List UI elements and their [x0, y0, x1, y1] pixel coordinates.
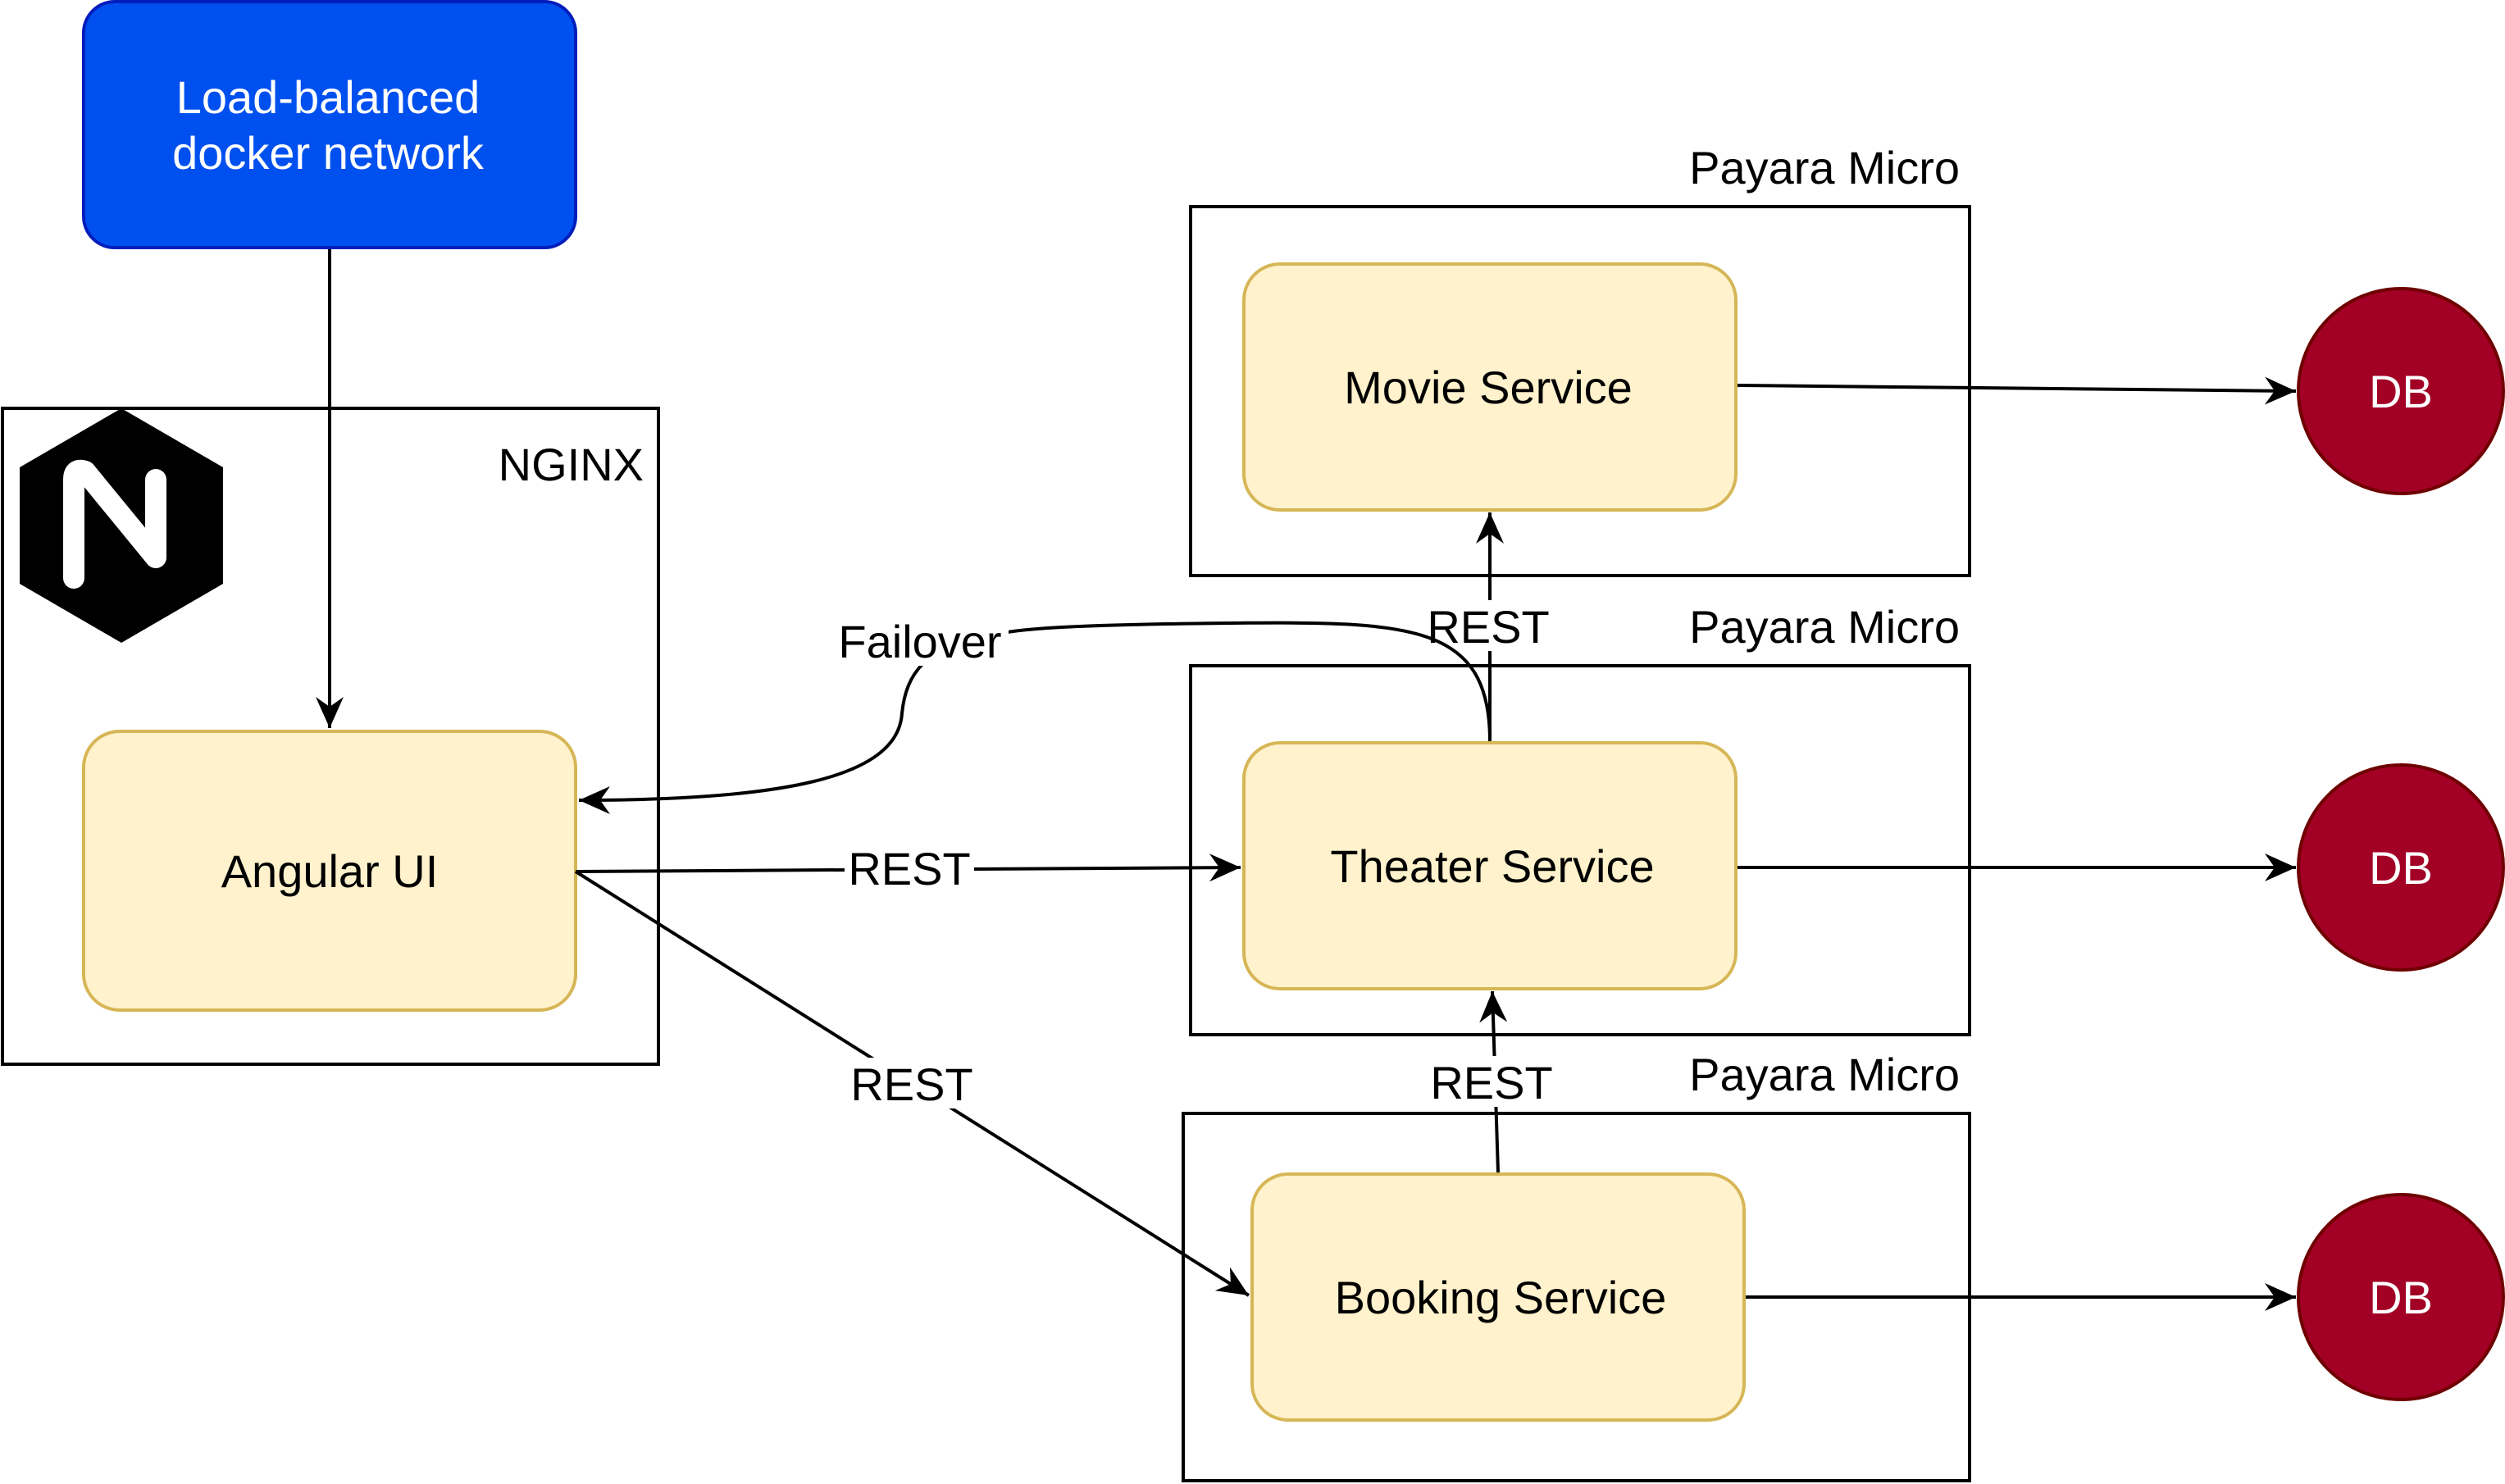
edge-label-bg-ui-booking	[846, 1058, 977, 1108]
booking-db-node[interactable]	[2297, 1193, 2505, 1401]
booking-service-label: Booking Service	[1335, 1272, 1667, 1323]
edge-label-bg-ui-theater	[845, 844, 974, 894]
theater-payara-container	[1189, 664, 1971, 1036]
nginx-logo-icon: N	[20, 408, 223, 643]
movie-service-node[interactable]	[1242, 262, 1738, 512]
edge-label-failover: Failover	[838, 616, 1001, 667]
load-balancer-label-line1: Load-balanced	[176, 71, 481, 123]
theater-service-label: Theater Service	[1330, 840, 1654, 892]
edge-label-booking-to-theater: REST	[1430, 1057, 1552, 1108]
theater-service-node[interactable]	[1242, 741, 1738, 990]
edge-label-ui-to-theater: REST	[848, 843, 970, 894]
theater-db-label: DB	[2369, 842, 2433, 894]
movie-payara-container	[1189, 205, 1971, 577]
edge-label-bg-failover	[828, 615, 1009, 666]
edge-movie-to-db	[1737, 376, 2297, 405]
movie-service-label: Movie Service	[1344, 362, 1633, 413]
edge-label-bg-booking-theater	[1427, 1056, 1558, 1107]
payara-label-theater: Payara Micro	[1689, 601, 1960, 653]
booking-db-label: DB	[2369, 1272, 2433, 1323]
payara-label-booking: Payara Micro	[1689, 1049, 1960, 1100]
load-balancer-node[interactable]	[82, 0, 577, 249]
angular-ui-label: Angular UI	[221, 845, 439, 897]
payara-label-movie: Payara Micro	[1689, 142, 1960, 193]
booking-service-node[interactable]	[1250, 1172, 1746, 1422]
nginx-label: NGINX	[499, 439, 644, 490]
load-balancer-label-line2: docker network	[172, 127, 485, 179]
theater-db-node[interactable]	[2297, 763, 2505, 972]
edge-label-ui-to-booking: REST	[850, 1058, 972, 1110]
edge-label-theater-to-movie: REST	[1427, 601, 1549, 653]
movie-db-node[interactable]	[2297, 287, 2505, 495]
edge-label-bg-theater-movie	[1424, 600, 1555, 651]
movie-db-label: DB	[2369, 366, 2433, 417]
